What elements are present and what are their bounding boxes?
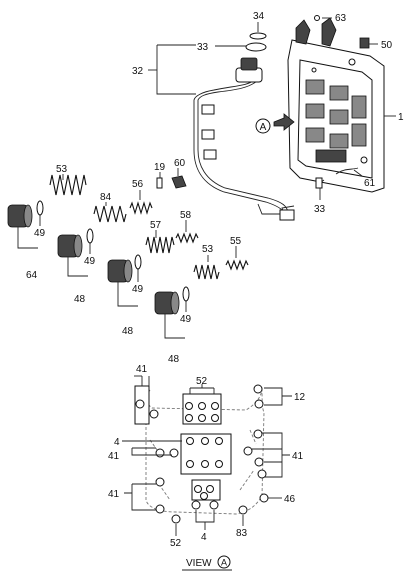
callout-41-right: 41 xyxy=(292,451,304,462)
bracket-top-left xyxy=(295,19,311,45)
washer-49d xyxy=(182,286,190,302)
spring-53-upper xyxy=(49,174,87,196)
harness-clip-1 xyxy=(201,104,215,115)
callout-48-c: 48 xyxy=(168,354,180,365)
solenoid-4 xyxy=(329,109,349,125)
callout-56: 56 xyxy=(132,179,144,190)
callout-63: 63 xyxy=(335,13,347,24)
bolt-33 xyxy=(315,177,323,189)
callout-60: 60 xyxy=(174,158,186,169)
connector-plug xyxy=(240,57,258,71)
bracket-top xyxy=(321,17,337,47)
callout-4-left: 4 xyxy=(114,437,120,448)
wiring-harness xyxy=(193,57,295,221)
solenoid-6 xyxy=(329,133,349,149)
plug-64 xyxy=(7,204,33,228)
spring-58 xyxy=(175,232,199,244)
solenoid-3 xyxy=(305,103,325,119)
part-63-ball xyxy=(314,15,320,21)
washer-49a xyxy=(36,200,44,216)
plug-48c xyxy=(154,291,180,315)
view-caption: VIEW xyxy=(186,558,212,569)
valve-body xyxy=(287,17,385,193)
harness-clip-3 xyxy=(203,149,217,160)
spring-56 xyxy=(129,201,153,215)
solenoid-5 xyxy=(305,127,325,143)
callout-41-left-upper: 41 xyxy=(108,451,120,462)
o-ring-34 xyxy=(249,32,267,40)
callout-12: 12 xyxy=(294,392,306,403)
view-caption-letter: A xyxy=(221,558,227,568)
harness-clip-2 xyxy=(201,129,215,140)
part-50-block xyxy=(359,37,370,49)
callout-53-upper: 53 xyxy=(56,164,68,175)
solenoid-7 xyxy=(351,95,367,119)
callout-49-a: 49 xyxy=(34,228,46,239)
callout-48-b: 48 xyxy=(122,326,134,337)
callout-48-a: 48 xyxy=(74,294,86,305)
clip-61 xyxy=(335,167,359,175)
spring-57 xyxy=(145,236,175,254)
block-52-bottom xyxy=(191,479,221,501)
callout-19: 19 xyxy=(154,162,166,173)
callout-4-bottom: 4 xyxy=(201,532,207,543)
spring-53-lower xyxy=(193,264,220,280)
harness-end-plug xyxy=(279,209,295,221)
solenoid-8 xyxy=(351,123,367,147)
o-ring-33 xyxy=(245,42,267,52)
view-marker-letter: A xyxy=(260,122,267,133)
callout-33-upper: 33 xyxy=(197,42,209,53)
callout-57: 57 xyxy=(150,220,162,231)
view-arrow xyxy=(273,113,295,131)
callout-41-top: 41 xyxy=(136,364,148,375)
spring-84 xyxy=(93,205,127,223)
washer-49b xyxy=(86,228,94,244)
callout-58: 58 xyxy=(180,210,192,221)
bolt-19 xyxy=(156,177,163,189)
callout-33-lower: 33 xyxy=(314,204,326,215)
callout-34: 34 xyxy=(253,11,265,22)
view-marker-circle xyxy=(255,118,271,134)
callout-83: 83 xyxy=(236,528,248,539)
view-a-schematic xyxy=(134,384,269,524)
solenoid-2 xyxy=(329,85,349,101)
callout-32: 32 xyxy=(132,66,144,77)
callout-49-c: 49 xyxy=(132,284,144,295)
washer-49c xyxy=(134,254,142,270)
solenoid-1 xyxy=(305,79,325,95)
callout-84: 84 xyxy=(100,192,112,203)
callout-49-d: 49 xyxy=(180,314,192,325)
view-caption-marker xyxy=(217,555,231,569)
callout-61: 61 xyxy=(364,178,376,189)
valve-block xyxy=(315,149,347,163)
callout-55: 55 xyxy=(230,236,242,247)
plug-48b xyxy=(107,259,133,283)
detent-60 xyxy=(171,175,187,189)
plug-48a xyxy=(57,234,83,258)
spring-55 xyxy=(225,259,249,271)
callout-1: 1 xyxy=(398,112,404,123)
callout-46: 46 xyxy=(284,494,296,505)
callout-53-lower: 53 xyxy=(202,244,214,255)
callout-52-bottom: 52 xyxy=(170,538,182,549)
callout-64: 64 xyxy=(26,270,38,281)
callout-49-b: 49 xyxy=(84,256,96,267)
callout-52-top: 52 xyxy=(196,376,208,387)
callout-41-left-lower: 41 xyxy=(108,489,120,500)
callout-50: 50 xyxy=(381,40,393,51)
